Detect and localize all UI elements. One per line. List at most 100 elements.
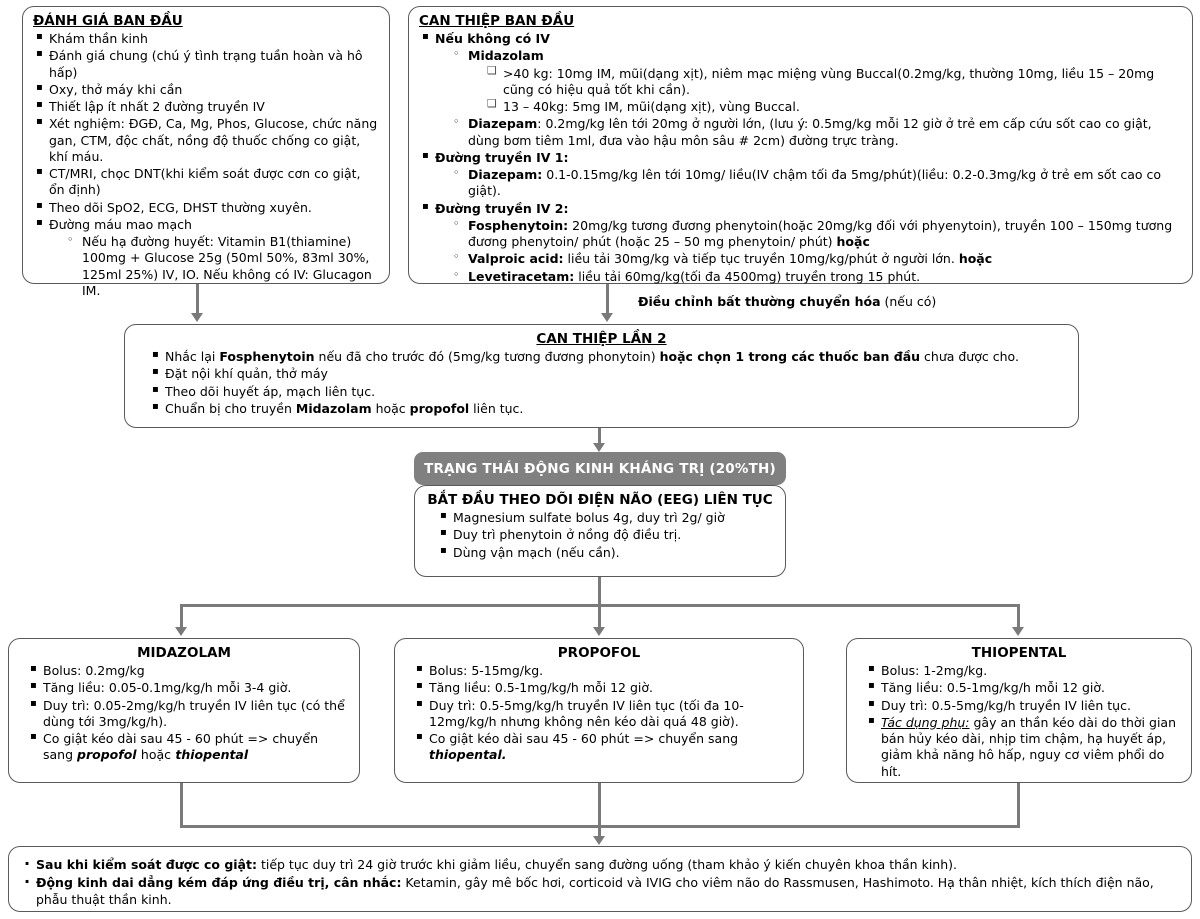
list-item: Valproic acid: liều tải 30mg/kg và tiếp … <box>451 250 1182 267</box>
followup-list: Sau khi kiểm soát được co giật: tiếp tục… <box>19 853 1181 908</box>
list-item: >40 kg: 10mg IM, mũi(dạng xịt), niêm mạc… <box>486 64 1182 99</box>
valproic-text: liều tải 30mg/kg và tiếp tục truyền 10mg… <box>563 251 959 267</box>
thiopental-box-title: THIOPENTAL <box>971 645 1067 661</box>
list-item-label: Đường máu mao mạch <box>49 216 192 232</box>
connector-line-intervention-down <box>606 284 609 315</box>
item-text: Co giật kéo dài sau 45 - 60 phút => chuy… <box>429 731 739 746</box>
list-item: CT/MRI, chọc DNT(khi kiểm soát được cơn … <box>33 165 379 199</box>
second-intervention-list: Nhắc lại Fosphenytoin nếu đã cho trước đ… <box>149 348 1068 417</box>
list-item: Xét nghiệm: ĐGĐ, Ca, Mg, Phos, Glucose, … <box>33 115 379 165</box>
initial-assessment-list: Khám thần kinh Đánh giá chung (chú ý tìn… <box>33 30 379 299</box>
list-item: Diazepam: 0.1-0.15mg/kg lên tới 10mg/ li… <box>451 166 1182 200</box>
connector-line-to-midazolam <box>180 604 183 628</box>
arrow-to-thiopental <box>1012 627 1024 636</box>
arrow-to-midazolam <box>175 627 187 636</box>
list-item: Chuẩn bị cho truyền Midazolam hoặc propo… <box>149 400 1068 417</box>
list-item: Tăng liều: 0.5-1mg/kg/h mỗi 12 giờ. <box>413 679 793 696</box>
arrow-to-propofol <box>593 627 605 636</box>
list-item: Nếu hạ đường huyết: Vitamin B1(thiamine)… <box>65 233 379 299</box>
followup-bold-2: Động kinh dai dẳng kém đáp ứng điều trị,… <box>36 875 402 890</box>
metabolic-note-bold: Điều chỉnh bất thường chuyển hóa <box>638 294 881 309</box>
item-bold-1: Fosphenytoin <box>219 349 315 364</box>
propofol-box-title: PROPOFOL <box>557 645 641 661</box>
followup-box: Sau khi kiểm soát được co giật: tiếp tục… <box>8 846 1192 912</box>
connector-line-merge-down <box>598 825 601 838</box>
midazolam-box: MIDAZOLAM Bolus: 0.2mg/kg Tăng liều: 0.0… <box>8 638 360 783</box>
item-mid: hoặc <box>371 400 410 416</box>
list-item: Sau khi kiểm soát được co giật: tiếp tục… <box>19 853 1181 875</box>
connector-line-to-propofol <box>598 604 601 628</box>
fosphenytoin-tail: hoặc <box>836 234 870 249</box>
valproic-tail: hoặc <box>958 251 993 267</box>
diazepam-no-iv-text: : 0.2mg/kg lên tới 20mg ở người lớn, (lư… <box>468 116 1152 148</box>
item-bold-2: hoặc chọn 1 trong các thuốc ban đầu <box>659 349 921 364</box>
levetiracetam-label: Levetiracetam: <box>468 268 575 284</box>
list-item: Động kinh dai dẳng kém đáp ứng điều trị,… <box>19 871 1181 908</box>
item-pre: Chuẩn bị cho truyền <box>165 400 296 416</box>
item-pre: Theo dõi huyết áp, mạch liên tục. <box>165 383 376 399</box>
list-item: Đánh giá chung (chú ý tình trạng tuần ho… <box>33 47 379 81</box>
list-item: Duy trì: 0.05-2mg/kg/h truyền IV liên tụ… <box>27 697 349 731</box>
item-italic-tail: thiopental. <box>429 747 507 763</box>
iv1-label: Đường truyền IV 1: <box>435 149 569 165</box>
iv1-sublist: Diazepam: 0.1-0.15mg/kg lên tới 10mg/ li… <box>451 166 1182 200</box>
iv1-drug-label: Diazepam: <box>468 167 543 182</box>
list-item: Bolus: 5-15mg/kg. <box>413 662 793 679</box>
list-item: Nhắc lại Fosphenytoin nếu đã cho trước đ… <box>149 348 1068 365</box>
midazolam-list: Bolus: 0.2mg/kg Tăng liều: 0.05-0.1mg/kg… <box>27 662 349 764</box>
initial-intervention-title: CAN THIỆP BAN ĐẦU <box>419 13 575 29</box>
list-item: Nếu không có IV Midazolam >40 kg: 10mg I… <box>419 30 1182 149</box>
list-item: Dùng vận mạch (nếu cần). <box>437 543 775 561</box>
initial-intervention-box: CAN THIỆP BAN ĐẦU Nếu không có IV Midazo… <box>408 6 1193 284</box>
connector-line-thiopental-down <box>1017 783 1020 828</box>
side-effects-label: Tác dụng phụ: <box>881 714 970 730</box>
connector-line-propofol-down <box>598 783 601 828</box>
connector-line-midazolam-down <box>180 783 183 828</box>
propofol-box: PROPOFOL Bolus: 5-15mg/kg. Tăng liều: 0.… <box>394 638 804 783</box>
midazolam-label: Midazolam <box>468 48 544 64</box>
refractory-status-banner: TRẠNG THÁI ĐỘNG KINH KHÁNG TRỊ (20%TH) <box>414 452 786 485</box>
list-item: Co giật kéo dài sau 45 - 60 phút => chuy… <box>27 730 349 764</box>
list-item: Duy trì: 0.5-5mg/kg/h truyền IV liên tục… <box>413 697 793 731</box>
list-item: Đường truyền IV 1: Diazepam: 0.1-0.15mg/… <box>419 149 1182 200</box>
list-item: Khám thần kinh <box>33 30 379 47</box>
list-item: Tăng liều: 0.05-0.1mg/kg/h mỗi 3-4 giờ. <box>27 679 349 696</box>
list-item: Đường máu mao mạch Nếu hạ đường huyết: V… <box>33 216 379 299</box>
no-iv-sublist: Midazolam >40 kg: 10mg IM, mũi(dạng xịt)… <box>451 47 1182 149</box>
connector-line-eeg-down <box>598 577 601 605</box>
second-intervention-title: CAN THIỆP LẦN 2 <box>536 331 667 347</box>
item-post: liên tục. <box>469 400 524 416</box>
item-post: chưa được cho. <box>920 349 1019 364</box>
list-item: Theo dõi huyết áp, mạch liên tục. <box>149 382 1068 400</box>
side-effects-text: gây an thần kéo dài do thời gian bán hủy… <box>881 714 1176 779</box>
item-text: Co giật kéo dài sau 45 - 60 phút => chuy… <box>43 731 319 763</box>
fosphenytoin-text: 20mg/kg tương đương phenytoin(hoặc 20mg/… <box>468 217 1173 249</box>
eeg-monitoring-box: BẮT ĐẦU THEO DÕI ĐIỆN NÃO (EEG) LIÊN TỤC… <box>414 485 786 577</box>
followup-bold-1: Sau khi kiểm soát được co giật: <box>36 857 257 872</box>
item-pre: Nhắc lại <box>165 349 220 364</box>
thiopental-box: THIOPENTAL Bolus: 1-2mg/kg. Tăng liều: 0… <box>846 638 1192 783</box>
connector-line-to-thiopental <box>1017 604 1020 628</box>
fosphenytoin-label: Fosphenytoin: <box>468 217 569 233</box>
list-item: Magnesium sulfate bolus 4g, duy trì 2g/ … <box>437 509 775 526</box>
list-item: Đặt nội khí quản, thở máy <box>149 365 1068 382</box>
midazolam-box-title: MIDAZOLAM <box>137 645 231 661</box>
propofol-list: Bolus: 5-15mg/kg. Tăng liều: 0.5-1mg/kg/… <box>413 662 793 764</box>
item-bold-1: Midazolam <box>295 400 372 416</box>
arrow-second-to-refractory <box>593 443 605 452</box>
item-bold-2: propofol <box>409 400 470 416</box>
iv1-drug-text: 0.1-0.15mg/kg lên tới 10mg/ liều(IV chậm… <box>468 167 1162 199</box>
followup-text-2: Ketamin, gây mê bốc hơi, corticoid và IV… <box>36 875 1154 907</box>
connector-line-second-to-refractory <box>598 428 601 444</box>
connector-line-assessment-down <box>196 284 199 315</box>
eeg-box-title: BẮT ĐẦU THEO DÕI ĐIỆN NÃO (EEG) LIÊN TỤC <box>427 492 773 508</box>
item-italic-tail: propofol hoặc thiopental <box>77 747 249 763</box>
list-item: Duy trì: 0.5-5mg/kg/h truyền IV liên tục… <box>865 696 1181 714</box>
initial-intervention-list: Nếu không có IV Midazolam >40 kg: 10mg I… <box>419 30 1182 285</box>
diazepam-no-iv-label: Diazepam <box>468 116 538 132</box>
metabolic-note-rest: (nếu có) <box>880 294 937 309</box>
list-item: Duy trì phenytoin ở nồng độ điều trị. <box>437 526 775 543</box>
list-item: Tác dụng phụ: gây an thần kéo dài do thờ… <box>865 714 1181 780</box>
iv2-label: Đường truyền IV 2: <box>435 200 569 216</box>
arrow-intervention-to-second <box>601 313 613 322</box>
